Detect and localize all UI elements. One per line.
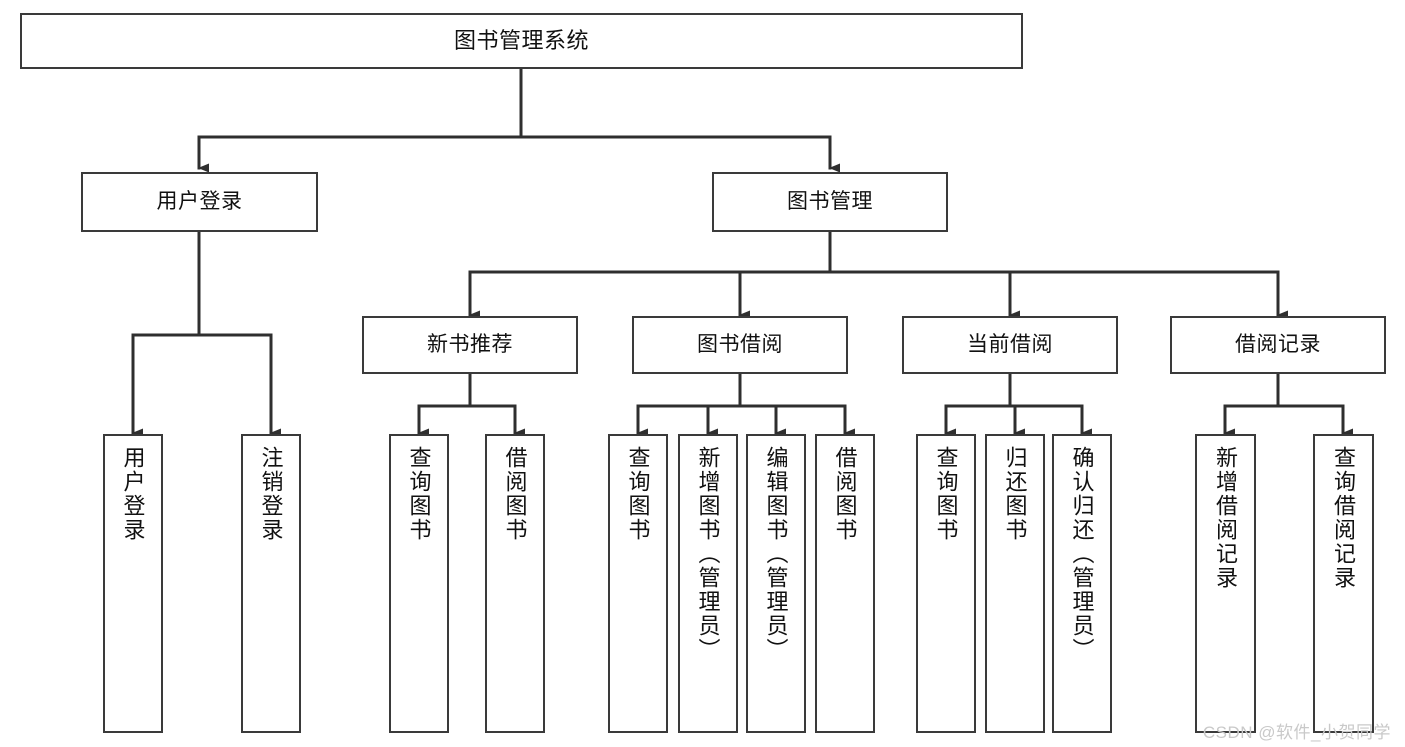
node-label: 新增借阅记录 — [1213, 446, 1239, 590]
node-label: 用户登录 — [156, 189, 243, 213]
node-borrowing-record[interactable]: 借阅记录 — [1170, 316, 1386, 374]
node-label: 当前借阅 — [967, 332, 1053, 356]
node-label: 查询图书 — [406, 446, 432, 542]
leaf-borrow-book-borrowing[interactable]: 借阅图书 — [815, 434, 875, 733]
node-label: 借阅图书 — [832, 446, 858, 542]
node-new-book-recommendation[interactable]: 新书推荐 — [362, 316, 578, 374]
leaf-logout[interactable]: 注销登录 — [241, 434, 301, 733]
node-label: 查询图书 — [933, 446, 959, 542]
node-label: 图书借阅 — [697, 332, 783, 356]
node-label: 新增图书（管理员） — [695, 446, 721, 662]
node-book-management[interactable]: 图书管理 — [712, 172, 948, 232]
node-label: 确认归还（管理员） — [1069, 446, 1095, 662]
leaf-query-book-borrowing[interactable]: 查询图书 — [608, 434, 668, 733]
node-user-login[interactable]: 用户登录 — [81, 172, 318, 232]
leaf-confirm-return-admin[interactable]: 确认归还（管理员） — [1052, 434, 1112, 733]
leaf-query-book-new-recommendation[interactable]: 查询图书 — [389, 434, 449, 733]
node-current-borrowing[interactable]: 当前借阅 — [902, 316, 1118, 374]
leaf-user-login[interactable]: 用户登录 — [103, 434, 163, 733]
leaf-add-book-admin[interactable]: 新增图书（管理员） — [678, 434, 738, 733]
leaf-borrow-book-new-recommendation[interactable]: 借阅图书 — [485, 434, 545, 733]
node-label: 查询图书 — [625, 446, 651, 542]
node-label: 新书推荐 — [427, 332, 513, 356]
node-label: 注销登录 — [258, 446, 284, 542]
leaf-return-book[interactable]: 归还图书 — [985, 434, 1045, 733]
node-label: 编辑图书（管理员） — [763, 446, 789, 662]
node-label: 图书管理系统 — [453, 28, 589, 54]
node-root-book-management-system[interactable]: 图书管理系统 — [20, 13, 1023, 69]
node-book-borrowing[interactable]: 图书借阅 — [632, 316, 848, 374]
node-label: 查询借阅记录 — [1331, 446, 1357, 590]
node-label: 归还图书 — [1002, 446, 1028, 542]
node-label: 用户登录 — [120, 446, 146, 542]
leaf-add-borrowing-record[interactable]: 新增借阅记录 — [1195, 434, 1256, 733]
node-label: 借阅记录 — [1235, 332, 1321, 356]
leaf-query-borrowing-record[interactable]: 查询借阅记录 — [1313, 434, 1374, 733]
node-label: 图书管理 — [787, 189, 873, 213]
node-label: 借阅图书 — [502, 446, 528, 542]
leaf-edit-book-admin[interactable]: 编辑图书（管理员） — [746, 434, 806, 733]
leaf-query-book-current[interactable]: 查询图书 — [916, 434, 976, 733]
csdn-watermark: CSDN @软件_小贺同学 — [1202, 723, 1391, 742]
